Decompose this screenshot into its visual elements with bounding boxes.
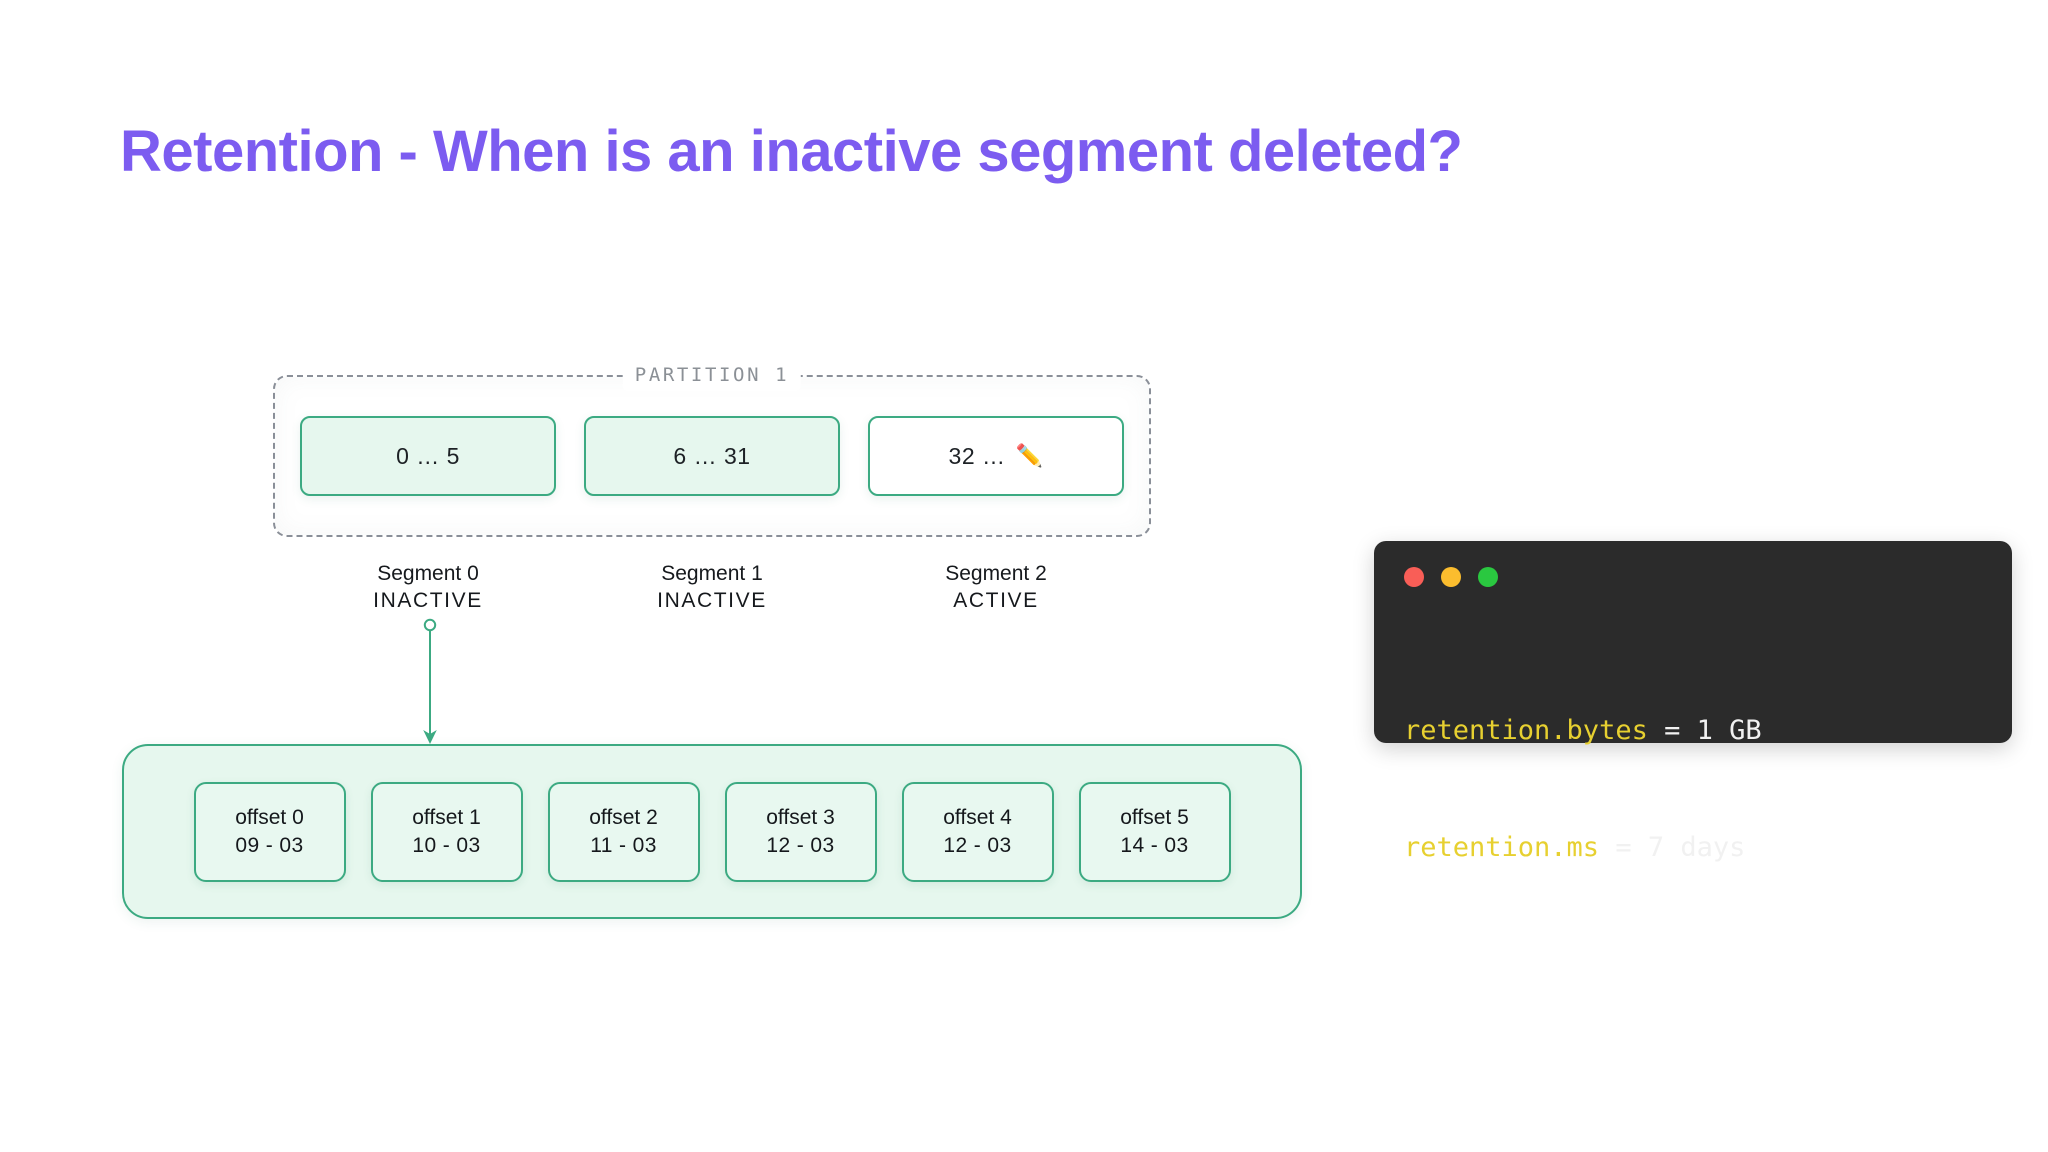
segment-name-0: Segment 0: [377, 562, 479, 585]
offset-date-2: 11 - 03: [590, 833, 657, 857]
terminal-body: retention.bytes = 1 GB retention.ms = 7 …: [1404, 633, 1982, 945]
terminal-line-1: retention.ms = 7 days: [1404, 828, 1982, 867]
down-arrow-connector-icon: [400, 618, 460, 748]
minimize-dot-icon[interactable]: [1441, 567, 1461, 587]
terminal-window: retention.bytes = 1 GB retention.ms = 7 …: [1374, 541, 2012, 863]
terminal-titlebar: [1404, 567, 1982, 587]
offset-label-3: offset 3: [766, 805, 835, 829]
config-value-retention-ms: = 7 days: [1599, 832, 1746, 863]
offset-label-2: offset 2: [589, 805, 658, 829]
partition-container: PARTITION 1 0 … 5 6 … 31 32 … ✏️: [273, 360, 1151, 537]
segment-caption-1: Segment 1 INACTIVE: [584, 560, 840, 614]
segment-state-2: ACTIVE: [953, 589, 1039, 612]
segment-range-0: 0 … 5: [396, 442, 460, 469]
offset-label-5: offset 5: [1120, 805, 1189, 829]
offset-cell-3[interactable]: offset 3 12 - 03: [724, 781, 877, 882]
offset-cell-4[interactable]: offset 4 12 - 03: [901, 781, 1054, 882]
offset-label-1: offset 1: [412, 805, 481, 829]
segment-box-0[interactable]: 0 … 5: [300, 416, 556, 496]
offset-cell-2[interactable]: offset 2 11 - 03: [547, 781, 700, 882]
offset-cell-5[interactable]: offset 5 14 - 03: [1078, 781, 1231, 882]
segment-range-1: 6 … 31: [673, 442, 751, 469]
maximize-dot-icon[interactable]: [1478, 567, 1498, 587]
offset-date-4: 12 - 03: [943, 833, 1012, 857]
segment-range-2: 32 …: [948, 442, 1006, 469]
segment-state-0: INACTIVE: [373, 589, 483, 612]
config-key-retention-ms: retention.ms: [1404, 832, 1600, 863]
offset-label-4: offset 4: [943, 805, 1012, 829]
offset-date-0: 09 - 03: [235, 833, 304, 857]
page-title: Retention - When is an inactive segment …: [120, 119, 1463, 184]
offset-date-1: 10 - 03: [412, 833, 481, 857]
segment-box-2[interactable]: 32 … ✏️: [868, 416, 1124, 496]
segment-name-1: Segment 1: [661, 562, 763, 585]
segment-captions-row: Segment 0 INACTIVE Segment 1 INACTIVE Se…: [273, 560, 1151, 614]
offset-date-5: 14 - 03: [1120, 833, 1189, 857]
offsets-container: offset 0 09 - 03 offset 1 10 - 03 offset…: [122, 744, 1302, 919]
offset-label-0: offset 0: [235, 805, 304, 829]
segment-box-1[interactable]: 6 … 31: [584, 416, 840, 496]
segment-state-1: INACTIVE: [657, 589, 767, 612]
segment-name-2: Segment 2: [945, 562, 1047, 585]
offset-cell-0[interactable]: offset 0 09 - 03: [193, 781, 346, 882]
pencil-icon: ✏️: [1015, 443, 1044, 468]
terminal-line-0: retention.bytes = 1 GB: [1404, 711, 1982, 750]
segment-caption-2: Segment 2 ACTIVE: [868, 560, 1124, 614]
close-dot-icon[interactable]: [1404, 567, 1424, 587]
segments-row: 0 … 5 6 … 31 32 … ✏️: [273, 375, 1151, 537]
config-value-retention-bytes: = 1 GB: [1647, 715, 1762, 746]
offset-cell-1[interactable]: offset 1 10 - 03: [370, 781, 523, 882]
partition-label: PARTITION 1: [622, 360, 802, 391]
segment-caption-0: Segment 0 INACTIVE: [300, 560, 556, 614]
config-key-retention-bytes: retention.bytes: [1404, 715, 1648, 746]
offset-date-3: 12 - 03: [766, 833, 835, 857]
